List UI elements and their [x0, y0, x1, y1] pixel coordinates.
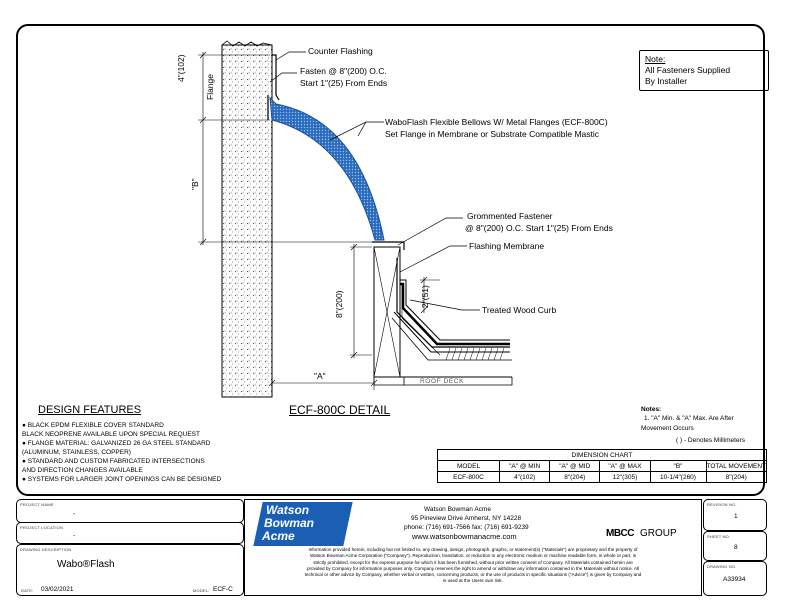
- date: 03/02/2021: [41, 586, 74, 593]
- chart-header: TOTAL MOVEMENT: [705, 460, 768, 472]
- drawing-description-label: DRAWING DESCRIPTION: [20, 547, 72, 552]
- mbcc-logo: MBCC: [606, 528, 635, 539]
- disclaimer-line: Information provided herein, including b…: [308, 547, 638, 552]
- drawing-description-box: DRAWING DESCRIPTION Wabo®Flash DATE: 03/…: [16, 544, 244, 596]
- chart-header: "B": [649, 460, 707, 472]
- chart-cell: 8"(204): [705, 471, 768, 483]
- project-location-box: PROJECT LOCATION -: [16, 522, 244, 544]
- drawing-number-box: DRAWING NO. A33934: [703, 561, 767, 596]
- logo-line: Watson: [266, 503, 310, 517]
- chart-header: "A" @ MAX: [599, 460, 651, 472]
- sheet-label: SHEET NO.: [707, 534, 731, 539]
- membrane-layers: [391, 258, 512, 361]
- note-line: All Fasteners Supplied: [645, 65, 731, 75]
- drawing-number: A33934: [723, 576, 746, 583]
- chart-cell: ECF-800C: [436, 471, 501, 483]
- chart-cell: 12"(305): [599, 471, 651, 483]
- model-label: MODEL:: [193, 588, 210, 593]
- company-phone: phone: (716) 691-7566 fax: (716) 691-923…: [404, 524, 529, 531]
- callout-counter-flashing: Counter Flashing: [308, 46, 373, 56]
- project-name-label: PROJECT NAME: [20, 502, 54, 507]
- disclaimer-line: provided by Company for information purp…: [306, 565, 640, 571]
- project-location-label: PROJECT LOCATION: [20, 525, 64, 530]
- insulation-hatch: [445, 347, 505, 361]
- dimension-chart: DIMENSION CHART MODEL "A" @ MIN "A" @ MI…: [436, 449, 768, 483]
- callout-wood-curb: Treated Wood Curb: [482, 305, 557, 315]
- drawing-number-label: DRAWING NO.: [707, 564, 737, 569]
- disclaimer-line: strictly prohibited, except for the expr…: [313, 559, 633, 565]
- date-label: DATE:: [21, 588, 34, 593]
- company-web: www.watsonbowmanacme.com: [412, 532, 517, 541]
- logo-line: Bowman: [264, 516, 315, 530]
- model: ECF-C: [213, 586, 233, 593]
- revision-number: 1: [734, 513, 738, 520]
- dim-2in: 2"(51): [420, 285, 430, 308]
- detail-title: ECF-800C DETAIL: [289, 403, 391, 417]
- feature-line: AND DIRECTION CHANGES AVAILABLE: [22, 467, 143, 474]
- feature-line: ● FLANGE MATERIAL: GALVANIZED 26 GA STEE…: [22, 440, 211, 447]
- disclaimer: Information provided herein, including b…: [250, 547, 696, 585]
- callout-flashing-membrane: Flashing Membrane: [469, 241, 545, 251]
- chart-header: MODEL: [436, 460, 501, 472]
- chart-header: "A" @ MID: [549, 460, 601, 472]
- revision-box: REVISION NO. 1: [703, 499, 767, 531]
- callout-bellows-line2: Set Flange in Membrane or Substrate Comp…: [385, 129, 600, 139]
- notes-line: Movement Occurs: [641, 425, 694, 432]
- drawing-description: Wabo®Flash: [57, 559, 115, 570]
- leader-lines: [269, 51, 480, 311]
- feature-line: ● STANDARD AND CUSTOM FABRICATED INTERSE…: [22, 458, 205, 465]
- disclaimer-line: Watson Bowman Acme Corporation ("Company…: [309, 553, 637, 559]
- note-line: By Installer: [645, 76, 688, 86]
- company-name: Watson Bowman Acme: [424, 506, 491, 513]
- callout-grommet-line1: Grommented Fastener: [467, 211, 553, 221]
- callout-fasten-line2: Start 1"(25) From Ends: [300, 78, 388, 88]
- dim-8in: 8"(200): [334, 290, 344, 318]
- company-box: [244, 499, 702, 596]
- revision-label: REVISION NO.: [707, 502, 737, 507]
- wall-hatch: [244, 43, 257, 47]
- dim-flange-label: Flange: [205, 74, 215, 100]
- callout-fasten-line1: Fasten @ 8"(200) O.C.: [300, 66, 387, 76]
- dim-b: "B": [190, 178, 200, 190]
- disclaimer-line: technical or other advice by Company, wh…: [304, 572, 642, 578]
- notes-line: 1. "A" Min. & "A" Max. Are After: [644, 415, 734, 422]
- project-name: -: [73, 510, 76, 517]
- chart-cell: 8"(204): [549, 471, 601, 483]
- dimension-lines: [198, 51, 440, 390]
- counter-flashing: [272, 54, 280, 101]
- callout-grommet-line2: @ 8"(200) O.C. Start 1"(25) From Ends: [465, 223, 613, 233]
- group-logo: GROUP: [640, 528, 677, 539]
- chart-cell: 10-1/4"(260): [649, 471, 707, 483]
- design-features-heading: DESIGN FEATURES: [38, 404, 142, 416]
- feature-line: ● BLACK EPDM FLEXIBLE COVER STANDARD: [22, 422, 164, 429]
- notes-title: Notes:: [641, 406, 662, 413]
- callout-bellows-line1: WaboFlash Flexible Bellows W/ Metal Flan…: [385, 117, 608, 127]
- concrete-wall: [221, 40, 273, 398]
- project-name-box: PROJECT NAME -: [16, 499, 244, 523]
- sheet-number: 8: [734, 544, 738, 551]
- wood-curb: [373, 246, 401, 378]
- bellows: [269, 96, 385, 241]
- feature-line: BLACK NEOPRENE AVAILABLE UPON SPECIAL RE…: [22, 431, 200, 438]
- disclaimer-line: is used at the Users own risk.: [443, 578, 503, 584]
- dimension-chart-title: DIMENSION CHART: [437, 449, 767, 461]
- note-title: Note:: [645, 54, 666, 64]
- company-address: 95 Pineview Drive Amherst, NY 14228: [411, 515, 522, 522]
- notes-mm: ( ) - Denotes Millimeters: [676, 437, 745, 444]
- feature-line: (ALUMINUM, STAINLESS, COPPER): [22, 449, 131, 456]
- chart-cell: 4"(102): [499, 471, 551, 483]
- chart-header: "A" @ MIN: [499, 460, 551, 472]
- table-row: ECF-800C 4"(102) 8"(204) 12"(305) 10-1/4…: [436, 471, 768, 483]
- logo-line: Acme: [262, 529, 295, 543]
- sheet-box: SHEET NO. 8: [703, 531, 767, 561]
- feature-line: ● SYSTEMS FOR LARGER JOINT OPENINGS CAN …: [22, 476, 222, 483]
- drawing-frame: [16, 24, 765, 496]
- callout-roof-deck: ROOF DECK: [420, 378, 465, 385]
- dim-flange-size: 4"(102): [176, 54, 186, 82]
- note-box: Note: All Fasteners Supplied By Installe…: [639, 50, 769, 91]
- project-location: -: [73, 532, 76, 539]
- dim-a: "A": [314, 371, 326, 381]
